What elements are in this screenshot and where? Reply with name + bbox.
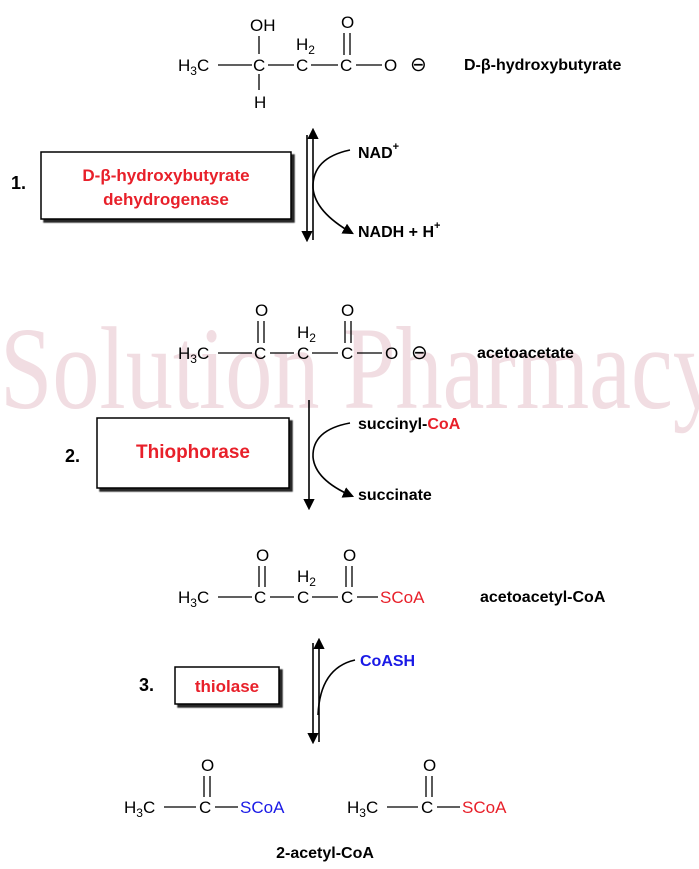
step-1: 1. D-β-hydroxybutyrate dehydrogenase NAD… — [11, 127, 440, 243]
step-3: 3. thiolase CoASH — [139, 637, 415, 745]
ch2-label: H2 — [297, 567, 316, 589]
carbon-label: C — [421, 798, 433, 817]
structure-acetoacetate: H3C C O H2 C C O O ⊖ acetoacetate — [178, 301, 574, 366]
scoa-group-label: SCoA — [462, 798, 507, 817]
h3c-group-label: H3C — [178, 56, 209, 78]
cofactor-out-nadh: NADH + H+ — [358, 220, 440, 241]
oxy-label: O — [384, 56, 397, 75]
enzyme-box — [96, 417, 290, 489]
carboxyl-carbon-label: C — [340, 56, 352, 75]
compound-name-acetoacetyl-coa: acetoacetyl-CoA — [480, 589, 606, 606]
ketone-oxygen-label: O — [256, 546, 269, 565]
carbon-label: C — [254, 344, 266, 363]
structure-acetyl-coa-left: H3C C O SCoA — [124, 756, 285, 820]
h3c-group-label: H3C — [178, 344, 209, 366]
cofactor-in-coash: CoASH — [360, 653, 415, 670]
h3c-group-label: H3C — [124, 798, 155, 820]
watermark-text: Solution Pharmacy — [0, 303, 699, 434]
carbon-label: C — [253, 56, 265, 75]
compound-name-acetyl-coa: 2-acetyl-CoA — [276, 845, 374, 862]
ch2-carbon-label: C — [297, 588, 309, 607]
hydroxyl-label: OH — [250, 16, 276, 35]
ketone-oxygen-label: O — [255, 301, 268, 320]
ch2-label: H2 — [297, 323, 316, 345]
carbon-label: C — [254, 588, 266, 607]
cofactor-curved-arrow — [312, 149, 354, 235]
h3c-group-label: H3C — [178, 588, 209, 610]
enzyme-name-line1: D-β-hydroxybutyrate — [82, 166, 249, 185]
negative-charge: ⊖ — [411, 342, 428, 364]
h3c-group-label: H3C — [347, 798, 378, 820]
step-number: 1. — [11, 173, 26, 193]
enzyme-name: Thiophorase — [136, 442, 250, 463]
enzyme-name: thiolase — [195, 677, 259, 696]
ch2-carbon-label: C — [296, 56, 308, 75]
negative-charge: ⊖ — [410, 54, 427, 76]
enzyme-box — [40, 151, 292, 220]
structure-acetyl-coa-right: H3C C O SCoA — [347, 756, 507, 820]
structure-acetoacetyl-coa: H3C C O H2 C C O SCoA acetoacetyl-CoA — [178, 546, 606, 610]
carboxyl-carbon-label: C — [341, 344, 353, 363]
cofactor-curved-arrow — [317, 659, 356, 716]
cofactor-curved-arrow — [312, 422, 355, 498]
thioester-oxygen-label: O — [343, 546, 356, 565]
carbonyl-oxygen-label: O — [201, 756, 214, 775]
ch2-label: H2 — [296, 35, 315, 57]
step-number: 3. — [139, 675, 154, 695]
compound-name-hydroxybutyrate: D-β-hydroxybutyrate — [464, 57, 621, 74]
step-2: 2. Thiophorase succinyl-CoA succinate — [65, 400, 461, 511]
carbonyl-oxygen-label: O — [423, 756, 436, 775]
scoa-group-label: SCoA — [380, 588, 425, 607]
step-number: 2. — [65, 446, 80, 466]
carbon-label: C — [199, 798, 211, 817]
scoa-group-label: SCoA — [240, 798, 285, 817]
carbonyl-oxygen-label: O — [341, 13, 354, 32]
enzyme-box — [174, 666, 280, 705]
compound-name-acetoacetate: acetoacetate — [477, 345, 574, 362]
carbonyl-oxygen-label: O — [341, 301, 354, 320]
cofactor-in-nad: NAD+ — [358, 141, 399, 162]
oxy-label: O — [385, 344, 398, 363]
thioester-carbon-label: C — [341, 588, 353, 607]
cofactor-out-succinate: succinate — [358, 487, 432, 504]
enzyme-name-line2: dehydrogenase — [103, 190, 229, 209]
hydrogen-label: H — [254, 93, 266, 112]
structure-hydroxybutyrate: H3C C OH H H2 C C O O ⊖ D-β-hydroxybutyr… — [178, 13, 621, 112]
ch2-carbon-label: C — [297, 344, 309, 363]
cofactor-in-succinyl-coa: succinyl-CoA — [358, 416, 461, 433]
